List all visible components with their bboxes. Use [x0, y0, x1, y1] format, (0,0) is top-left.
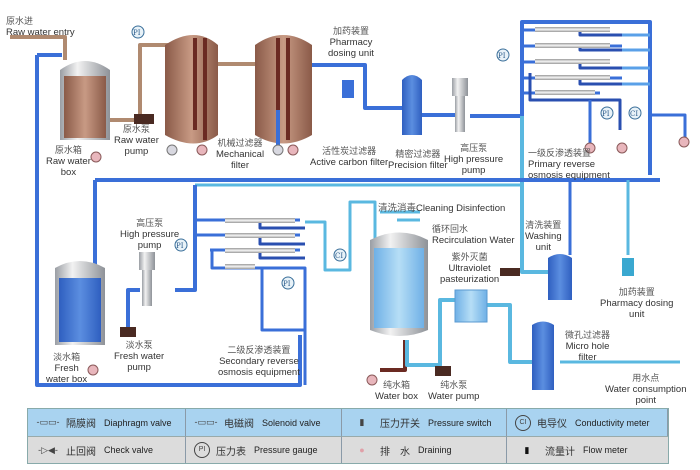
fresh-water-pump: [120, 327, 136, 337]
svg-text:CI: CI: [630, 110, 638, 118]
label-cleaning-disinfection: 清洗消毒Cleaning Disinfection: [378, 203, 506, 214]
precision-filter: [402, 75, 422, 135]
flow-meter-icon: ▮: [524, 444, 530, 455]
svg-text:PI: PI: [176, 242, 184, 250]
raw-entry-pipe: [10, 35, 67, 60]
raw-water-pump: [134, 114, 154, 124]
left-loop-pipe: [35, 53, 302, 387]
diaphragm-valve-icon: -▭▭-: [36, 417, 60, 427]
mechanical-filter-tank: [165, 35, 218, 156]
draining-icon: ●: [359, 445, 365, 455]
check-valve-icon: -▷◀-: [38, 444, 58, 455]
secondary-ro-membranes: [225, 218, 295, 269]
high-pressure-pump-mid: [139, 252, 155, 306]
dosing-unit-top: [342, 80, 354, 98]
fresh-water-box-tank: [55, 261, 105, 345]
micro-hole-filter: [532, 321, 554, 390]
raw-water-box-tank: [60, 61, 110, 163]
conductivity-meter-icon: CI: [515, 414, 531, 431]
drains: [87, 136, 690, 386]
svg-text:PI: PI: [283, 280, 291, 288]
pressure-switch-icon: ▮: [359, 417, 365, 427]
primary-ro-membranes: [535, 27, 610, 95]
active-carbon-filter-tank: [255, 35, 312, 156]
pressure-gauges: PI PI PI CI PI PI CI: [131, 25, 642, 290]
dosing-unit-right: [622, 258, 634, 276]
pure-water-tank: [370, 232, 428, 336]
pressure-gauge-icon: PI: [194, 442, 210, 458]
svg-text:CI: CI: [335, 252, 343, 260]
washing-unit-tank: [500, 254, 572, 300]
water-pump: [435, 366, 451, 376]
svg-text:PI: PI: [498, 52, 506, 60]
solenoid-valve-icon: -▭▭-: [194, 417, 218, 427]
process-diagram: PI PI PI CI PI PI CI: [10, 20, 690, 390]
high-pressure-pump-top: [452, 78, 468, 132]
svg-text:PI: PI: [133, 29, 141, 37]
uv-sterilizer: [454, 289, 488, 323]
svg-text:PI: PI: [602, 110, 610, 118]
